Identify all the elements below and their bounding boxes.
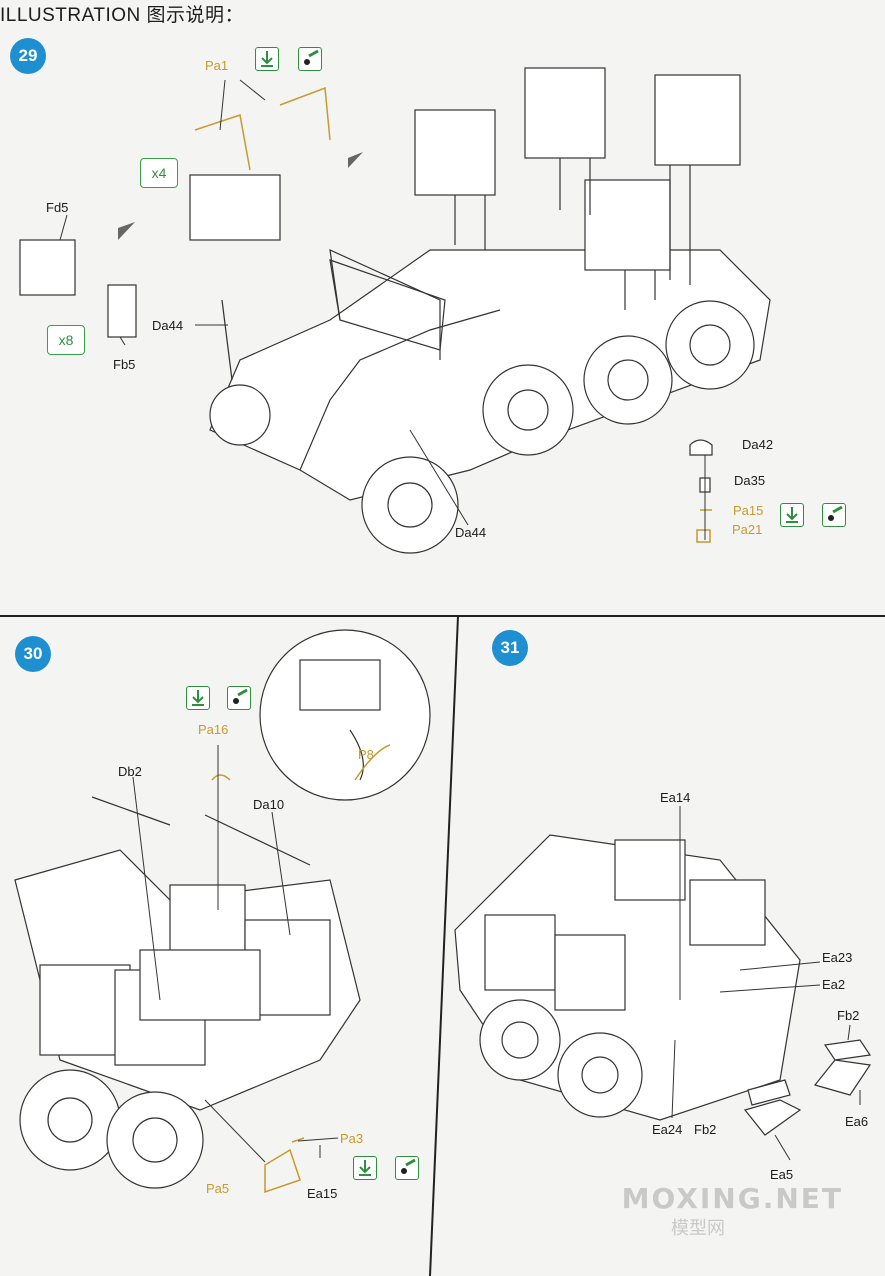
crate-box-fd5 bbox=[19, 239, 76, 296]
crate-assembled bbox=[189, 174, 281, 241]
label-ea23: Ea23 bbox=[822, 950, 853, 965]
quantity-badge-x8: x8 bbox=[47, 325, 85, 355]
step30-vehicle bbox=[14, 629, 431, 1189]
crate-lid-fb5 bbox=[107, 284, 137, 338]
step29-detail-parts bbox=[19, 174, 713, 493]
label-da44-mirror: Da44 bbox=[152, 318, 184, 333]
step29-pe-parts bbox=[194, 86, 712, 543]
step31-leaders bbox=[671, 806, 861, 1161]
step-31-badge: 31 bbox=[492, 630, 528, 666]
step31-vehicle bbox=[454, 834, 801, 1121]
watermark-subtext: 模型网 bbox=[671, 1218, 725, 1239]
label-fb2-left: Fb2 bbox=[694, 1122, 717, 1137]
label-p8: P8 bbox=[358, 747, 374, 762]
glue-icon bbox=[395, 1156, 419, 1180]
label-fd5: Fd5 bbox=[46, 200, 69, 215]
step29-vehicle bbox=[209, 67, 771, 554]
photo-etch-apply-icon bbox=[186, 686, 210, 710]
label-da35: Da35 bbox=[734, 473, 766, 488]
step-29-badge: 29 bbox=[10, 38, 46, 74]
label-ea24: Ea24 bbox=[652, 1122, 683, 1137]
label-da42: Da42 bbox=[742, 437, 774, 452]
glue-icon bbox=[822, 503, 846, 527]
label-pa1: Pa1 bbox=[205, 58, 229, 73]
glue-icon bbox=[298, 47, 322, 71]
page-header: ILLUSTRATION 图示说明： bbox=[0, 5, 245, 26]
panel-divider-vertical bbox=[429, 615, 459, 1276]
photo-etch-apply-icon bbox=[353, 1156, 377, 1180]
step29-leaders bbox=[59, 79, 706, 540]
label-pa15: Pa15 bbox=[733, 503, 764, 518]
label-pa21: Pa21 bbox=[732, 522, 763, 537]
label-pa16: Pa16 bbox=[198, 722, 229, 737]
label-pa5: Pa5 bbox=[206, 1181, 230, 1196]
label-db2: Db2 bbox=[118, 764, 142, 779]
label-fb2-right: Fb2 bbox=[837, 1008, 860, 1023]
photo-etch-apply-icon bbox=[255, 47, 279, 71]
step31-detail-parts bbox=[743, 1039, 872, 1136]
step30-leaders bbox=[132, 745, 339, 1163]
photo-etch-apply-icon bbox=[780, 503, 804, 527]
step30-pe-parts bbox=[211, 744, 391, 1194]
label-ea2: Ea2 bbox=[822, 977, 846, 992]
label-da44-side: Da44 bbox=[455, 525, 487, 540]
label-da10: Da10 bbox=[253, 797, 285, 812]
label-ea14: Ea14 bbox=[660, 790, 691, 805]
label-pa3: Pa3 bbox=[340, 1131, 364, 1146]
step29-arrows bbox=[118, 152, 363, 240]
quantity-badge-x4: x4 bbox=[140, 158, 178, 188]
step-30-badge: 30 bbox=[15, 636, 51, 672]
label-ea5: Ea5 bbox=[770, 1167, 794, 1182]
label-ea15: Ea15 bbox=[307, 1186, 338, 1201]
watermark-logo: MOXING.NET bbox=[621, 1182, 843, 1215]
label-fb5: Fb5 bbox=[113, 357, 136, 372]
lamp-da42 bbox=[689, 439, 713, 456]
glue-icon bbox=[227, 686, 251, 710]
label-ea6: Ea6 bbox=[845, 1114, 869, 1129]
